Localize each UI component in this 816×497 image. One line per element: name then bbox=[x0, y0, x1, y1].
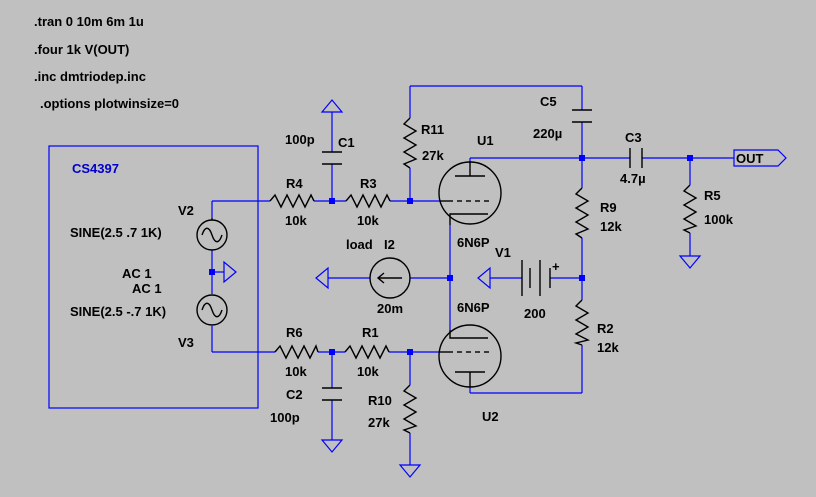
dac-block-outline bbox=[48, 145, 259, 409]
u2-model: 6N6P bbox=[457, 300, 490, 315]
r4-value: 10k bbox=[285, 213, 307, 228]
u2-name: U2 bbox=[482, 409, 499, 424]
ground-r5-icon bbox=[678, 255, 702, 269]
ground-i2-icon bbox=[315, 266, 329, 290]
v3-name: V3 bbox=[178, 335, 194, 350]
dac-block-label: CS4397 bbox=[72, 161, 119, 176]
resistor-r10 bbox=[402, 384, 418, 434]
output-label: OUT bbox=[736, 151, 764, 166]
r6-name: R6 bbox=[286, 325, 303, 340]
triode-u2 bbox=[438, 324, 502, 388]
ground-r10-icon bbox=[398, 464, 422, 478]
r3-value: 10k bbox=[357, 213, 379, 228]
ground-ac-icon bbox=[223, 260, 237, 284]
r2-name: R2 bbox=[597, 321, 614, 336]
directive-inc: .inc dmtriodep.inc bbox=[34, 69, 146, 84]
u1-name: U1 bbox=[477, 133, 494, 148]
r1-name: R1 bbox=[362, 325, 379, 340]
c2-value: 100p bbox=[270, 410, 300, 425]
r6-value: 10k bbox=[285, 364, 307, 379]
i2-value: 20m bbox=[377, 301, 403, 316]
triode-u1 bbox=[438, 161, 502, 225]
battery-v1 bbox=[521, 260, 551, 296]
r9-value: 12k bbox=[600, 219, 622, 234]
v2-value: SINE(2.5 .7 1K) bbox=[70, 225, 162, 240]
v2-name: V2 bbox=[178, 203, 194, 218]
c5-value: 220µ bbox=[533, 126, 562, 141]
r1-value: 10k bbox=[357, 364, 379, 379]
c3-name: C3 bbox=[625, 130, 642, 145]
resistor-r5 bbox=[682, 184, 698, 234]
resistor-r4 bbox=[269, 193, 315, 209]
i2-name: I2 bbox=[384, 237, 395, 252]
directive-four: .four 1k V(OUT) bbox=[34, 42, 129, 57]
v3-ac: AC 1 bbox=[132, 281, 162, 296]
c1-name: C1 bbox=[338, 135, 355, 150]
capacitor-c2 bbox=[322, 387, 342, 401]
sine-source-v2 bbox=[196, 218, 228, 251]
c2-name: C2 bbox=[286, 387, 303, 402]
v1-name: V1 bbox=[495, 245, 511, 260]
resistor-r9 bbox=[574, 187, 590, 239]
r5-value: 100k bbox=[704, 212, 734, 227]
resistor-r3 bbox=[345, 193, 391, 209]
c1-value: 100p bbox=[285, 132, 315, 147]
c3-value: 4.7µ bbox=[620, 171, 646, 186]
r9-name: R9 bbox=[600, 200, 617, 215]
v1-plus: + bbox=[552, 259, 560, 274]
u1-model: 6N6P bbox=[457, 235, 490, 250]
ground-c2-icon bbox=[320, 439, 344, 453]
junction-dots bbox=[209, 155, 693, 355]
resistor-r2 bbox=[573, 299, 591, 346]
resistor-r11 bbox=[402, 117, 418, 169]
output-port-icon bbox=[733, 149, 787, 167]
spice-directives: .tran 0 10m 6m 1u .four 1k V(OUT) .inc d… bbox=[34, 14, 179, 111]
resistor-r6 bbox=[274, 344, 319, 360]
r11-name: R11 bbox=[421, 122, 444, 137]
c5-name: C5 bbox=[540, 94, 557, 109]
r2-value: 12k bbox=[597, 340, 619, 355]
r10-value: 27k bbox=[368, 415, 390, 430]
directive-options: .options plotwinsize=0 bbox=[40, 96, 179, 111]
current-source-i2 bbox=[369, 257, 411, 299]
v3-value: SINE(2.5 -.7 1K) bbox=[70, 304, 166, 319]
r11-value: 27k bbox=[422, 148, 444, 163]
sine-source-v3 bbox=[196, 294, 228, 326]
i2-label: load bbox=[346, 237, 373, 252]
r3-name: R3 bbox=[360, 176, 377, 191]
capacitor-c1 bbox=[322, 151, 342, 165]
capacitor-c5 bbox=[572, 109, 592, 123]
component-labels: V2 SINE(2.5 .7 1K) AC 1 AC 1 SINE(2.5 -.… bbox=[70, 94, 764, 430]
ground-c1-icon bbox=[320, 99, 344, 113]
v2-ac: AC 1 bbox=[122, 266, 152, 281]
v1-value: 200 bbox=[524, 306, 546, 321]
r4-name: R4 bbox=[286, 176, 303, 191]
r5-name: R5 bbox=[704, 188, 721, 203]
r10-name: R10 bbox=[368, 393, 392, 408]
directive-tran: .tran 0 10m 6m 1u bbox=[34, 14, 144, 29]
ground-v1-icon bbox=[477, 266, 491, 290]
capacitor-c3 bbox=[629, 148, 643, 168]
resistor-r1 bbox=[344, 344, 390, 360]
